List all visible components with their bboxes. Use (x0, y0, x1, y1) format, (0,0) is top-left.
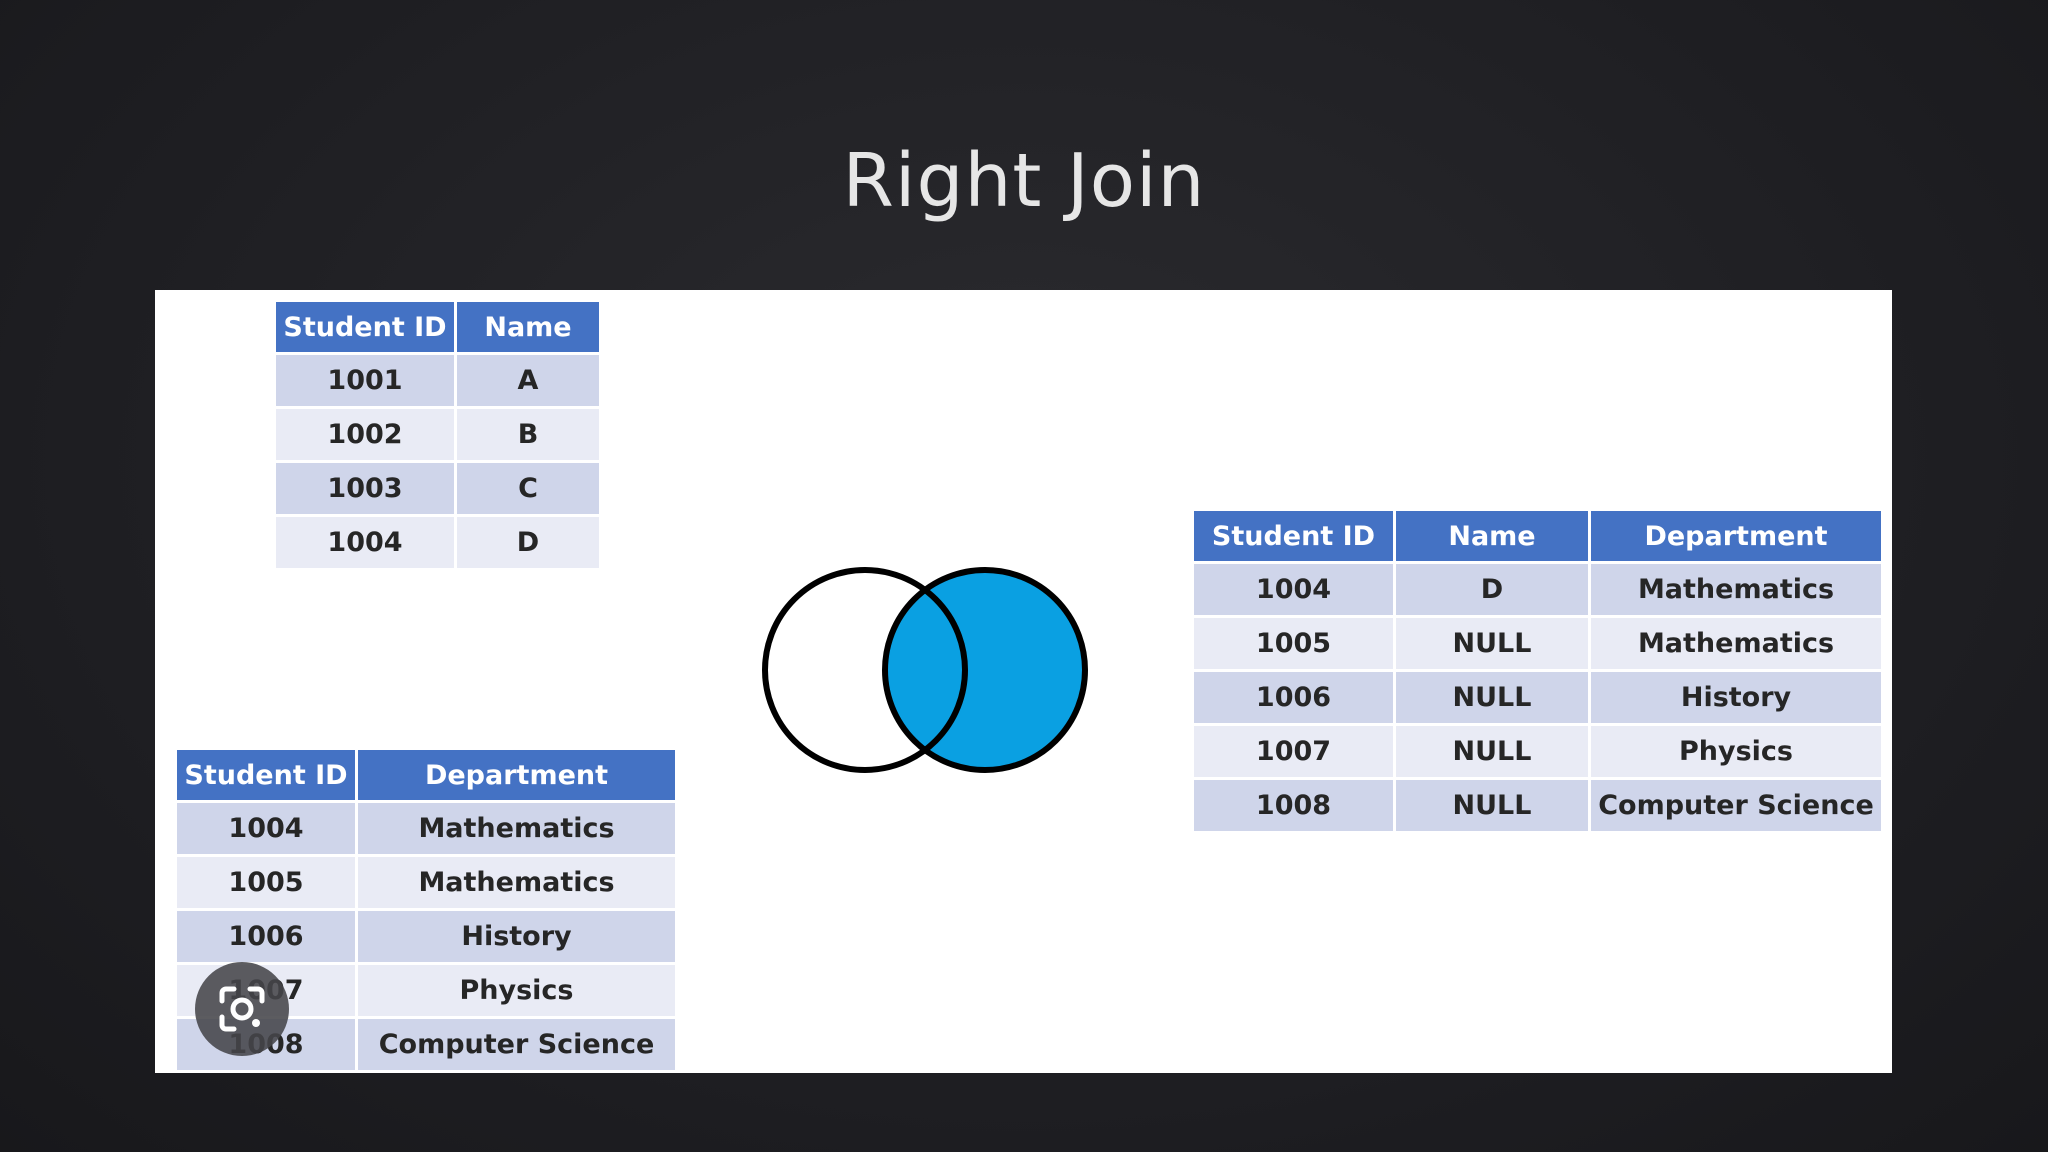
cell-student-id: 1004 (1194, 562, 1396, 618)
cell-student-id: 1004 (177, 801, 358, 857)
cell-name: A (455, 353, 599, 409)
cell-name: NULL (1394, 670, 1591, 726)
cell-department: Mathematics (356, 801, 675, 857)
cell-student-id: 1003 (276, 461, 457, 517)
cell-student-id: 1008 (1194, 778, 1396, 834)
table-row: 1004 D (276, 515, 599, 571)
cell-student-id: 1007 (1194, 724, 1396, 780)
cell-student-id: 1006 (177, 909, 358, 965)
cell-department: History (1589, 670, 1881, 726)
departments-table: Student ID Department 1004 Mathematics 1… (177, 750, 675, 1073)
table-row: 1003 C (276, 461, 599, 517)
cell-department: Mathematics (1589, 616, 1881, 672)
diagram-panel: Student ID Name 1001 A 1002 B 1003 C 100… (155, 290, 1892, 1073)
cell-department: History (356, 909, 675, 965)
table-header-row: Student ID Department (177, 750, 675, 803)
column-header-department: Department (1589, 511, 1881, 564)
result-table: Student ID Name Department 1004 D Mathem… (1194, 511, 1881, 834)
table-header-row: Student ID Name Department (1194, 511, 1881, 564)
google-lens-icon (219, 986, 265, 1032)
table-row: 1006 NULL History (1194, 670, 1881, 726)
cell-department: Computer Science (356, 1017, 675, 1073)
table-row: 1004 Mathematics (177, 801, 675, 857)
cell-department: Mathematics (1589, 562, 1881, 618)
venn-left-circle (762, 567, 968, 773)
cell-name: D (1394, 562, 1591, 618)
cell-name: B (455, 407, 599, 463)
column-header-name: Name (1394, 511, 1591, 564)
cell-name: C (455, 461, 599, 517)
table-row: 1007 NULL Physics (1194, 724, 1881, 780)
table-row: 1001 A (276, 353, 599, 409)
table-row: 1002 B (276, 407, 599, 463)
cell-name: NULL (1394, 778, 1591, 834)
cell-student-id: 1006 (1194, 670, 1396, 726)
cell-student-id: 1002 (276, 407, 457, 463)
column-header-student-id: Student ID (177, 750, 358, 803)
column-header-student-id: Student ID (1194, 511, 1396, 564)
cell-student-id: 1005 (177, 855, 358, 911)
cell-student-id: 1005 (1194, 616, 1396, 672)
cell-department: Mathematics (356, 855, 675, 911)
column-header-student-id: Student ID (276, 302, 457, 355)
cell-name: NULL (1394, 724, 1591, 780)
column-header-department: Department (356, 750, 675, 803)
cell-student-id: 1001 (276, 353, 457, 409)
students-table: Student ID Name 1001 A 1002 B 1003 C 100… (276, 302, 599, 571)
venn-diagram (762, 567, 1088, 773)
cell-name: NULL (1394, 616, 1591, 672)
slide-title: Right Join (842, 138, 1206, 224)
venn-right-circle (882, 567, 1088, 773)
table-row: 1005 NULL Mathematics (1194, 616, 1881, 672)
table-header-row: Student ID Name (276, 302, 599, 355)
table-row: 1005 Mathematics (177, 855, 675, 911)
table-row: 1008 NULL Computer Science (1194, 778, 1881, 834)
column-header-name: Name (455, 302, 599, 355)
cell-name: D (455, 515, 599, 571)
table-row: 1004 D Mathematics (1194, 562, 1881, 618)
google-lens-button[interactable] (195, 962, 289, 1056)
cell-department: Physics (1589, 724, 1881, 780)
cell-student-id: 1004 (276, 515, 457, 571)
table-row: 1006 History (177, 909, 675, 965)
cell-department: Physics (356, 963, 675, 1019)
cell-department: Computer Science (1589, 778, 1881, 834)
